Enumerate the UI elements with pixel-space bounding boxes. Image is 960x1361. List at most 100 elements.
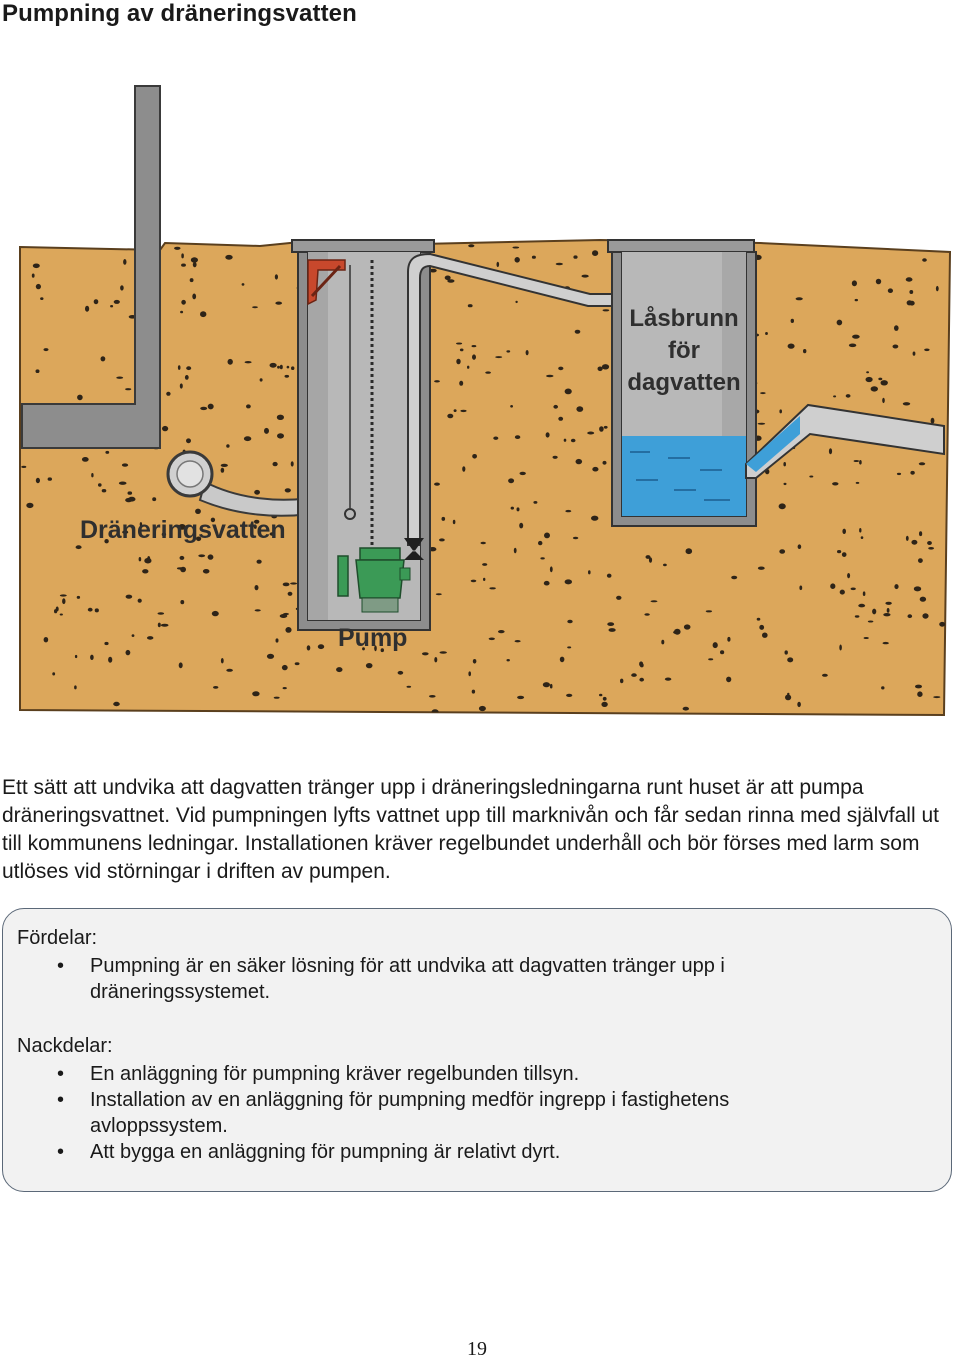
soil-speckle [365,663,373,669]
soil-speckle [291,366,295,371]
soil-speckle [508,478,515,484]
soil-speckle [264,427,269,434]
list-item: •Pumpning är en säker lösning för att un… [57,955,725,1003]
soil-speckle [853,460,859,462]
soil-speckle [91,473,94,478]
soil-speckle [859,460,862,465]
pros-list: •Pumpning är en säker lösning för att un… [17,953,951,1005]
soil-speckle [837,550,842,554]
soil-speckle [576,406,584,412]
bullet-icon: • [57,1063,65,1085]
soil-speckle [467,365,470,369]
soil-speckle [147,636,154,640]
soil-speckle [200,406,208,411]
soil-speckle [727,636,731,642]
soil-speckle [181,253,184,259]
soil-speckle [456,342,463,345]
soil-speckle [125,649,131,656]
soil-speckle [274,274,278,280]
soil-speckle [59,594,67,597]
soil-speckle [123,259,127,265]
soil-speckle [93,299,99,305]
soil-speckle [472,354,476,360]
soil-speckle [225,254,233,260]
soil-speckle [790,318,794,323]
soil-speckle [54,609,58,614]
soil-speckle [757,422,766,425]
soil-speckle [468,671,472,677]
soil-speckle [906,300,913,306]
soil-speckle [559,656,565,663]
soil-speckle [444,275,451,281]
soil-speckle [757,566,765,570]
soil-speckle [47,477,52,481]
soil-speckle [882,641,889,645]
soil-speckle [841,552,847,557]
soil-speckle [705,610,713,613]
soil-speckle [601,364,610,370]
soil-speckle [43,348,49,352]
soil-speckle [160,623,169,627]
soil-speckle [663,563,667,567]
soil-speckle [482,563,488,566]
soil-speckle [105,450,110,454]
soil-speckle [439,538,445,542]
soil-speckle [162,425,169,432]
soil-speckle [110,305,114,308]
soil-speckle [854,298,858,302]
soil-speckle [517,695,525,700]
soil-speckle [202,569,210,574]
soil-speckle [226,444,230,448]
soil-speckle [138,557,142,562]
drainage-pump-illustration: Dräneringsvatten Pump Låsbrunn för dagva… [19,85,952,717]
soil-speckle [273,696,280,699]
soil-speckle [558,416,564,421]
soil-speckle [275,638,279,643]
soil-speckle [495,356,503,359]
soil-speckle [77,394,83,401]
soil-speckle [471,345,477,348]
soil-speckle [104,539,109,544]
soil-speckle [488,637,495,641]
page-number: 19 [467,1338,487,1360]
soil-speckle [31,273,35,278]
soil-speckle [137,598,142,603]
soil-speckle [515,300,518,304]
soil-speckle [822,673,828,677]
soil-speckle [549,683,553,689]
soil-speckle [506,659,510,662]
soil-speckle [434,657,438,663]
soil-speckle [882,397,885,404]
soil-speckle [179,555,185,560]
pros-heading: Fördelar: [17,927,98,949]
pump-shaft-lid [291,239,435,253]
soil-speckle [784,650,788,655]
soil-speckle [32,263,40,269]
soil-speckle [587,431,595,435]
soil-speckle [184,375,189,380]
soil-speckle [213,686,219,689]
soil-speckle [275,301,283,305]
soil-speckle [104,641,109,646]
soil-speckle [828,448,833,455]
soil-speckle [207,403,214,410]
soil-speckle [196,536,202,542]
soil-speckle [896,472,902,476]
soil-speckle [35,369,40,374]
soil-speckle [644,613,650,616]
soil-speckle [178,524,186,530]
soil-speckle [555,262,563,266]
soil-speckle [276,414,284,420]
soil-speckle [910,470,915,475]
soil-speckle [266,653,275,659]
soil-speckle [894,584,899,590]
soil-speckle [601,701,608,708]
soil-speckle [74,685,77,690]
soil-speckle [478,705,486,712]
soil-speckle [211,610,219,617]
soil-speckle [862,591,866,596]
soil-speckle [546,374,554,378]
soil-speckle [125,497,133,503]
soil-speckle [918,462,926,466]
soil-speckle [512,246,520,249]
